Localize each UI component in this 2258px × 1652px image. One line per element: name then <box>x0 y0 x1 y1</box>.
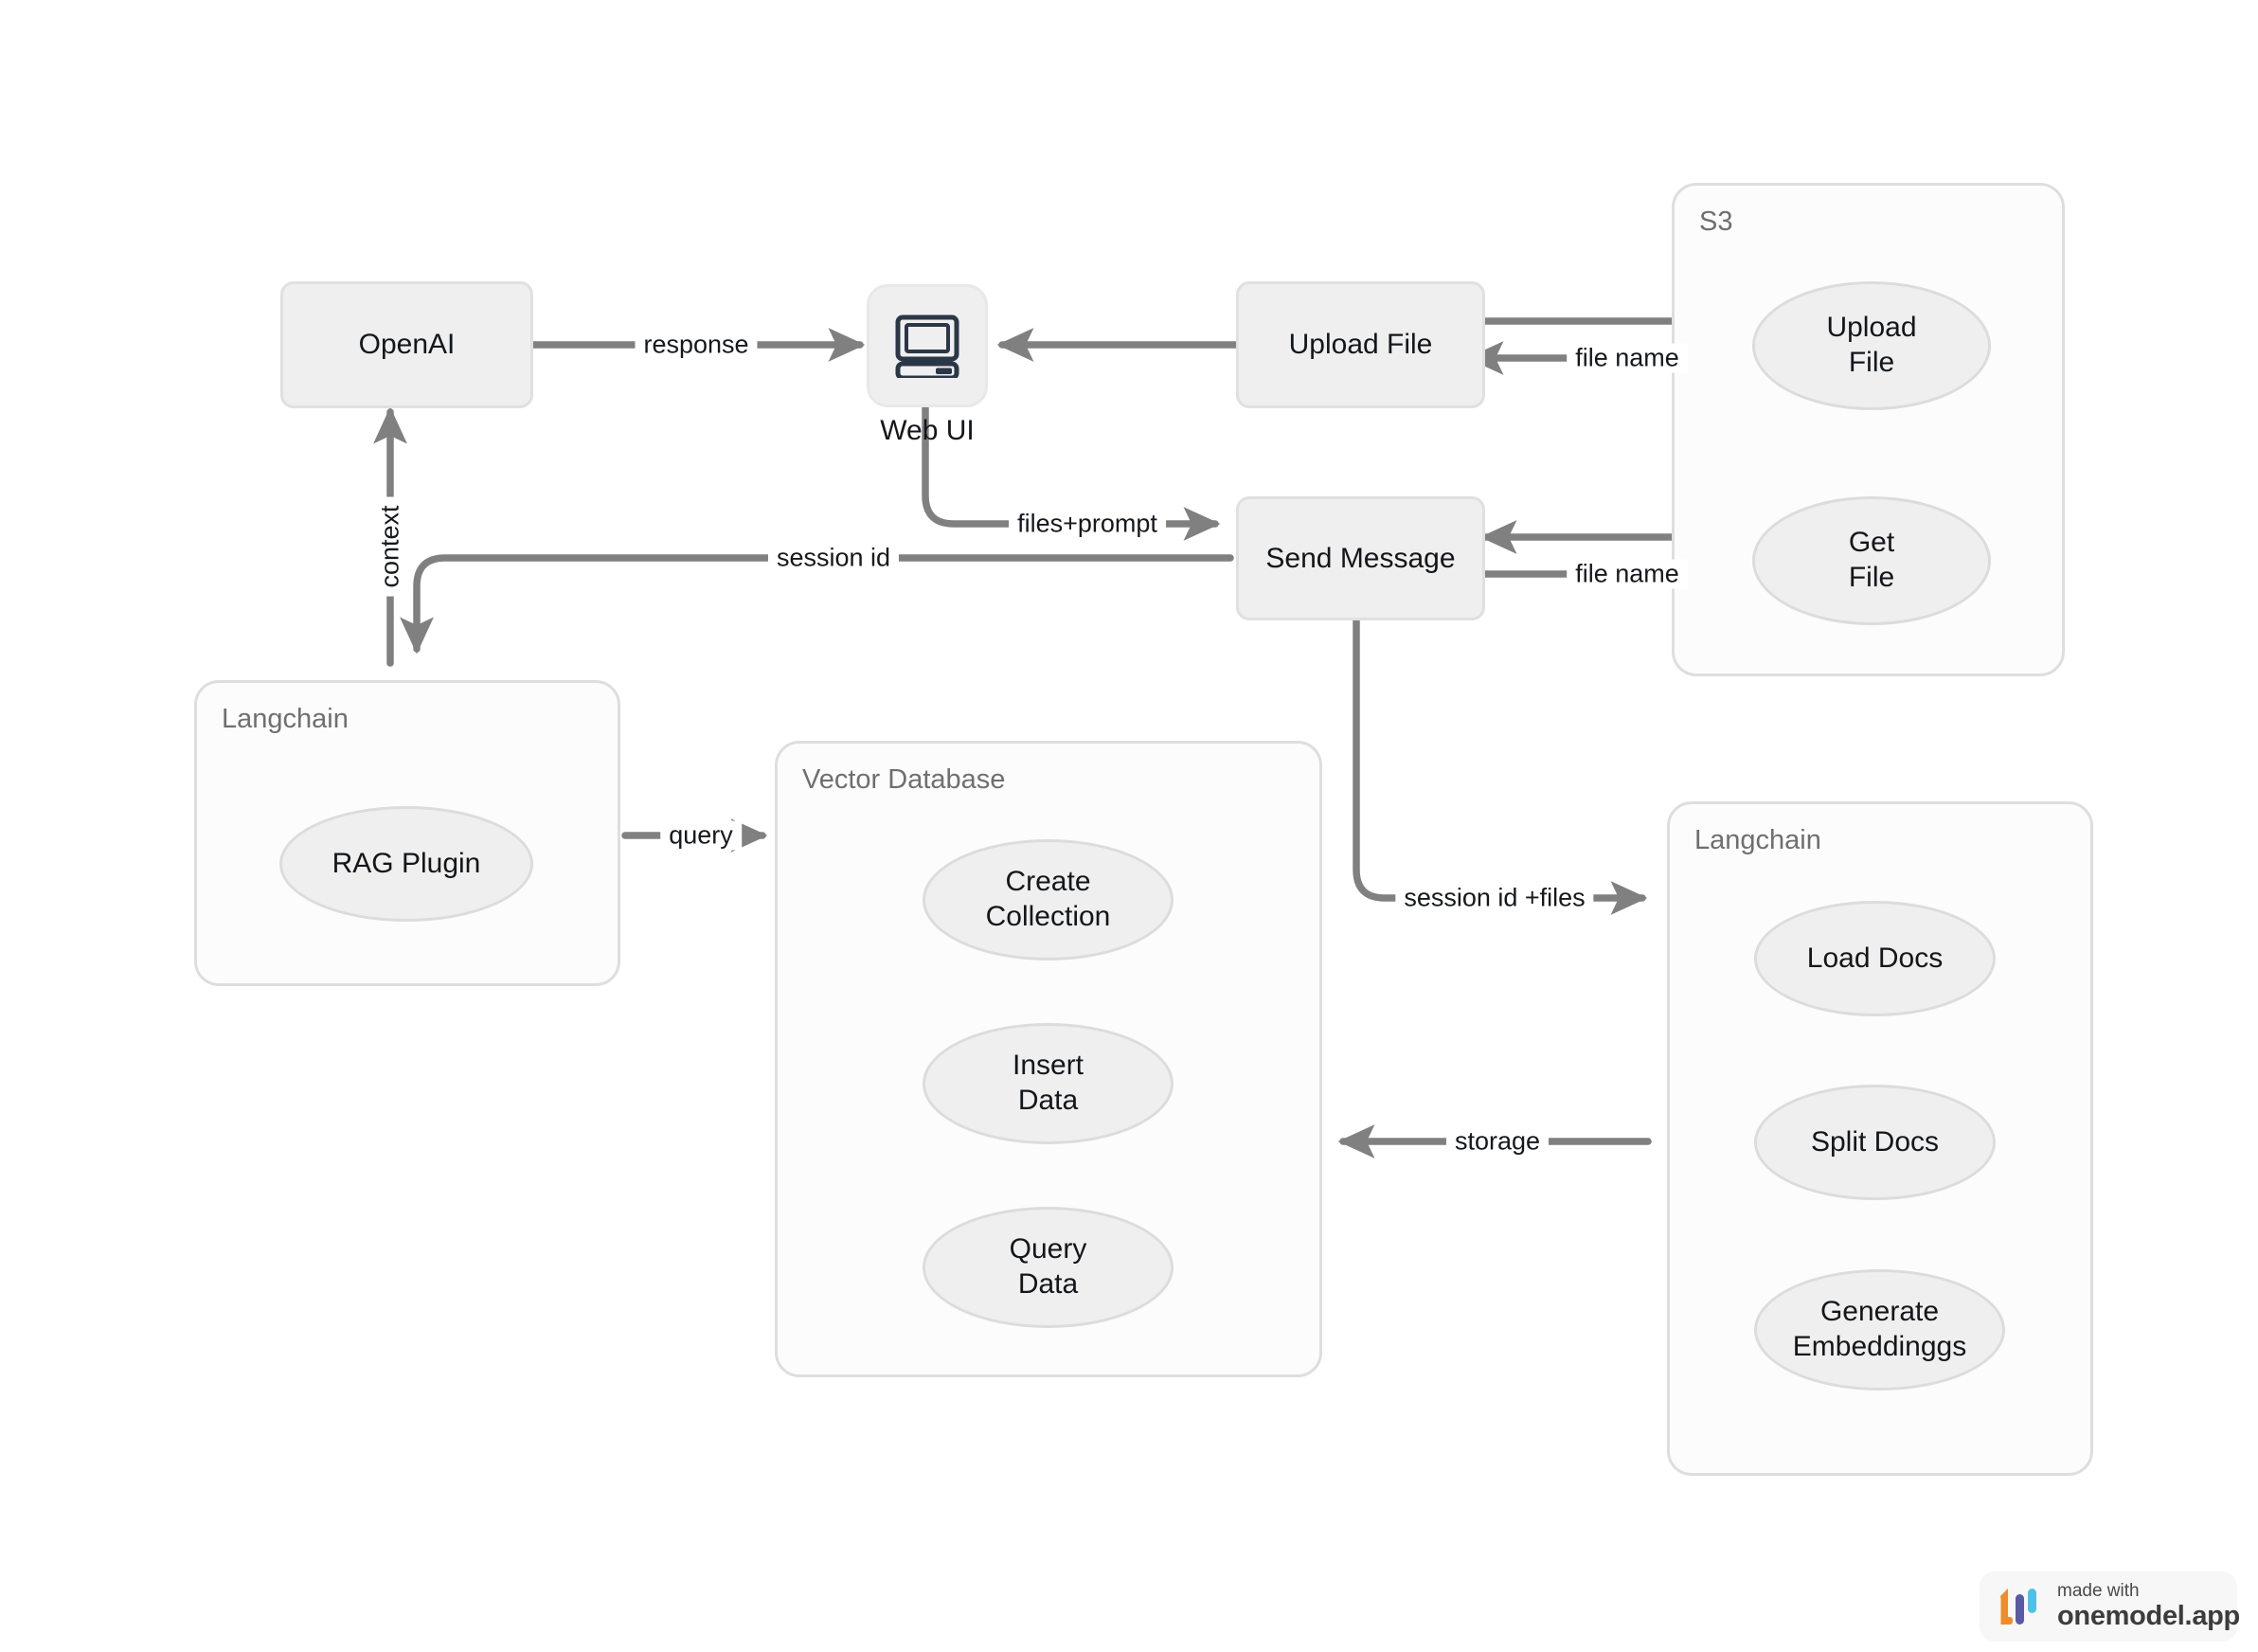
node-create-collection[interactable]: Create Collection <box>923 839 1174 961</box>
edge-label-file-name-upload: file name <box>1567 343 1688 373</box>
node-query-data-line2: Data <box>1017 1268 1079 1300</box>
edge-label-session-id-files: session id +files <box>1395 883 1594 913</box>
node-web-ui[interactable] <box>867 284 988 407</box>
watermark-brand: onemodel.app <box>2057 1600 2240 1631</box>
node-send-message-label: Send Message <box>1265 542 1456 574</box>
node-openai[interactable]: OpenAI <box>280 281 533 408</box>
node-upload-file-label: Upload File <box>1288 329 1433 360</box>
node-insert-data[interactable]: Insert Data <box>923 1023 1174 1144</box>
node-load-docs-label: Load Docs <box>1806 942 1944 974</box>
group-langchain-left-title: Langchain <box>222 704 349 734</box>
node-create-collection-line1: Create <box>1005 866 1091 898</box>
node-s3-get-file-line1: Get <box>1848 527 1895 559</box>
edge-label-context: context <box>375 496 405 597</box>
node-split-docs[interactable]: Split Docs <box>1754 1085 1996 1200</box>
edge-label-response: response <box>635 330 758 360</box>
node-split-docs-label: Split Docs <box>1810 1125 1940 1158</box>
node-query-data-line1: Query <box>1009 1233 1087 1266</box>
node-create-collection-line2: Collection <box>985 901 1111 932</box>
node-generate-embeddings-line2: Embeddinggs <box>1792 1331 1967 1362</box>
edge-label-storage: storage <box>1445 1126 1550 1157</box>
watermark-text: made with onemodel.app <box>2057 1582 2240 1631</box>
edge-label-query: query <box>660 820 742 851</box>
edge-label-files-prompt: files+prompt <box>1009 509 1166 539</box>
node-rag-plugin-label: RAG Plugin <box>332 847 481 879</box>
node-web-ui-caption: Web UI <box>880 415 975 446</box>
node-query-data[interactable]: Query Data <box>923 1207 1174 1328</box>
group-vector-database-title: Vector Database <box>802 764 1006 795</box>
node-insert-data-line1: Insert <box>1012 1050 1084 1082</box>
edge-session-files <box>1353 614 1648 915</box>
node-s3-get-file-line2: File <box>1848 562 1895 593</box>
node-generate-embeddings-line1: Generate <box>1819 1296 1940 1328</box>
onemodel-logo-icon <box>2000 1589 2036 1625</box>
node-generate-embeddings[interactable]: Generate Embeddinggs <box>1754 1269 2005 1391</box>
node-s3-upload-file-line1: Upload <box>1826 312 1917 344</box>
group-s3-title: S3 <box>1699 206 1733 237</box>
edge-label-file-name-get: file name <box>1567 559 1688 589</box>
node-s3-get-file[interactable]: Get File <box>1752 496 1991 625</box>
group-langchain-right-title: Langchain <box>1694 825 1821 855</box>
node-openai-label: OpenAI <box>358 329 456 360</box>
node-load-docs[interactable]: Load Docs <box>1754 901 1996 1016</box>
node-rag-plugin[interactable]: RAG Plugin <box>279 806 533 922</box>
node-s3-upload-file[interactable]: Upload File <box>1752 281 1991 410</box>
node-send-message[interactable]: Send Message <box>1236 496 1485 620</box>
node-upload-file[interactable]: Upload File <box>1236 281 1485 408</box>
watermark-badge[interactable]: made with onemodel.app <box>1980 1571 2240 1642</box>
node-insert-data-line2: Data <box>1017 1085 1079 1116</box>
watermark-made-with: made with <box>2057 1581 2140 1602</box>
edge-label-session-id: session id <box>767 543 900 573</box>
desktop-computer-icon <box>895 314 959 378</box>
node-s3-upload-file-line2: File <box>1848 347 1895 378</box>
